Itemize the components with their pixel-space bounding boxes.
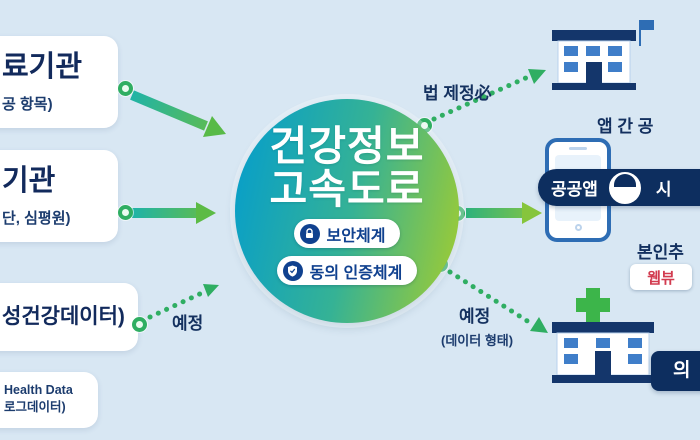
panel-title: 기관 [2, 165, 56, 197]
app-share-caption: 앱 간 공 [597, 117, 654, 136]
hub-title-line1: 건강정보 [269, 123, 425, 169]
public-app-label: 공공앱 [551, 180, 598, 199]
government-building-icon [552, 16, 654, 92]
arrow-medical-to-hub [130, 90, 226, 137]
connector-dot [118, 81, 133, 96]
pending-label-right: 예정 [459, 307, 491, 326]
medical-institution-bar: 의 [651, 351, 700, 391]
consent-badge-label: 동의 인증체계 [309, 264, 403, 282]
consent-badge: 동의 인증체계 [276, 256, 418, 285]
security-badge-label: 보안체계 [326, 227, 386, 245]
identity-caption: 본인추 [637, 243, 684, 262]
health-info-highway-hub: 건강정보 고속도로 보안체계 동의 인증체계 [235, 99, 459, 323]
arrow-hub-to-app [466, 202, 542, 224]
pending-label-left: 예정 [172, 314, 204, 333]
source-panel-health-data: 성건강데이터) [0, 283, 138, 351]
phone-home-button [574, 224, 582, 231]
pending-detail-label: (데이터 형태) [441, 333, 514, 348]
source-panel-public: 기관 단, 심평원) [0, 150, 118, 242]
law-required-label: 법 제정必 [423, 84, 492, 103]
source-note-panel: Health Data 로그데이터) [0, 372, 98, 428]
security-badge: 보안체계 [293, 219, 401, 248]
connector-dot [118, 205, 133, 220]
user-avatar-icon [606, 169, 643, 206]
hub-title-line2: 고속도로 [269, 166, 425, 212]
shield-check-icon [282, 260, 303, 281]
panel-title: 료기관 [2, 51, 83, 83]
webview-badge: 웹뷰 [630, 264, 692, 290]
lock-icon [299, 223, 320, 244]
banner-tail-text: 시 [655, 180, 672, 199]
panel-title: 성건강데이터) [2, 305, 125, 328]
connector-dot [132, 317, 147, 332]
note-line-1: Health Data [4, 383, 73, 397]
public-app-banner: 공공앱 시 [538, 169, 700, 206]
hospital-icon [552, 288, 654, 390]
phone-speaker [569, 147, 587, 150]
note-line-2: 로그데이터) [4, 400, 66, 414]
panel-subtitle: 단, 심평원) [2, 210, 71, 227]
arrow-public-to-hub [132, 202, 216, 224]
source-panel-medical: 료기관 공 항목) [0, 36, 118, 128]
panel-subtitle: 공 항목) [2, 96, 53, 113]
